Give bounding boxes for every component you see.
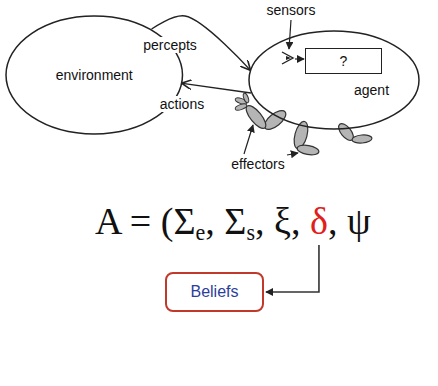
flow-arrow xyxy=(183,83,251,93)
formula: A = (Σe, Σs, ξ, δ, ψ xyxy=(95,200,371,245)
node-label: Beliefs xyxy=(167,283,262,301)
finger xyxy=(242,93,250,104)
process-box: ? xyxy=(305,48,382,74)
finger xyxy=(235,103,248,112)
ellipse-outline xyxy=(248,30,420,130)
edge-label: actions xyxy=(158,96,206,112)
leader-line xyxy=(244,125,253,154)
formula-term: e xyxy=(196,220,206,245)
formula-term: s xyxy=(246,220,255,245)
annotation-label: sensors xyxy=(266,2,315,18)
sensor-signal-arrow xyxy=(295,58,304,59)
foot xyxy=(352,134,373,144)
highlighted-symbol: δ xyxy=(310,200,328,242)
leader-line xyxy=(289,20,291,49)
sensor-eye xyxy=(282,52,293,64)
sensor-pupil xyxy=(286,56,291,60)
formula-term: A = (Σ xyxy=(95,200,196,242)
foot xyxy=(296,144,319,157)
node-label: agent xyxy=(354,82,389,98)
annotation-label: effectors xyxy=(231,156,284,172)
formula-term: , Σ xyxy=(205,200,246,242)
environment-ellipse: environment xyxy=(5,15,184,135)
leader-line xyxy=(287,153,298,155)
forearm xyxy=(243,103,269,132)
node-label: environment xyxy=(5,67,184,83)
bracket-arrow xyxy=(266,245,319,292)
belief-box: Beliefs xyxy=(165,272,264,312)
edge-label: percepts xyxy=(141,37,199,53)
agent-ellipse: agent? xyxy=(248,30,420,130)
formula-term: , ψ xyxy=(328,200,371,242)
formula-term: , ξ, xyxy=(255,200,310,242)
node-label: ? xyxy=(306,53,381,69)
